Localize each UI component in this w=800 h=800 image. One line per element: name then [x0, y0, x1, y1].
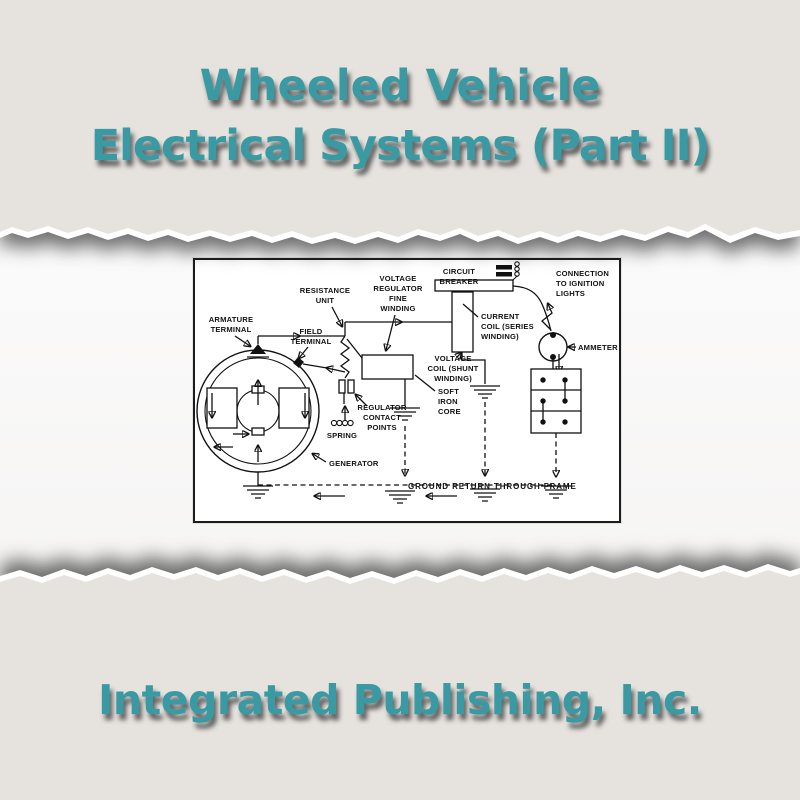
label-circuit-breaker: CIRCUIT [443, 267, 475, 276]
regulator-wiring [257, 322, 452, 475]
svg-text:TERMINAL: TERMINAL [291, 337, 332, 346]
label-soft-iron-core: SOFT [438, 387, 459, 396]
label-spring: SPRING [327, 431, 357, 440]
label-voltage-coil: VOLTAGE [435, 354, 472, 363]
label-ground-return: GROUND RETURN THROUGH FRAME [408, 482, 577, 491]
light-switch-symbol [530, 368, 582, 476]
svg-text:TO IGNITION: TO IGNITION [556, 279, 604, 288]
circuit-diagram-panel: CIRCUIT BREAKER CONNECTION TO IGNITION L… [193, 258, 621, 523]
svg-text:WINDING): WINDING) [434, 374, 472, 383]
label-pointers [234, 303, 576, 463]
label-regulator-contact-points: REGULATOR [357, 403, 407, 412]
svg-text:UNIT: UNIT [316, 296, 335, 305]
svg-text:REGULATOR: REGULATOR [373, 284, 423, 293]
label-armature-terminal: ARMATURE [209, 315, 254, 324]
title-line-2: Electrical Systems (Part II) [90, 121, 711, 171]
wiring-diagram: CIRCUIT BREAKER CONNECTION TO IGNITION L… [196, 261, 618, 504]
svg-text:POINTS: POINTS [367, 423, 396, 432]
ground-symbols [243, 385, 571, 504]
svg-text:IRON: IRON [438, 397, 458, 406]
ammeter-symbol [538, 304, 568, 372]
title-line-1: Wheeled Vehicle [199, 61, 601, 111]
label-generator: GENERATOR [329, 459, 379, 468]
svg-text:BREAKER: BREAKER [440, 277, 479, 286]
label-voltage-regulator: VOLTAGE [380, 274, 417, 283]
label-ammeter: AMMETER [578, 343, 618, 352]
publisher-name: Integrated Publishing, Inc. [98, 676, 702, 724]
ground-return-line [258, 484, 556, 496]
svg-text:COIL (SHUNT: COIL (SHUNT [428, 364, 479, 373]
svg-text:FINE: FINE [389, 294, 407, 303]
label-current-coil: CURRENT [481, 312, 520, 321]
svg-text:COIL (SERIES: COIL (SERIES [481, 322, 534, 331]
svg-text:WINDING: WINDING [380, 304, 415, 313]
svg-text:TERMINAL: TERMINAL [211, 325, 252, 334]
page-title: Wheeled Vehicle Electrical Systems (Part… [0, 56, 800, 176]
svg-text:CONTACT: CONTACT [363, 413, 401, 422]
generator-symbol [196, 344, 320, 486]
svg-text:WINDING): WINDING) [481, 332, 519, 341]
label-connection-lights: CONNECTION [556, 269, 609, 278]
label-field-terminal: FIELD [300, 327, 323, 336]
label-resistance-unit: RESISTANCE [300, 286, 350, 295]
svg-text:LIGHTS: LIGHTS [556, 289, 585, 298]
svg-text:CORE: CORE [438, 407, 461, 416]
